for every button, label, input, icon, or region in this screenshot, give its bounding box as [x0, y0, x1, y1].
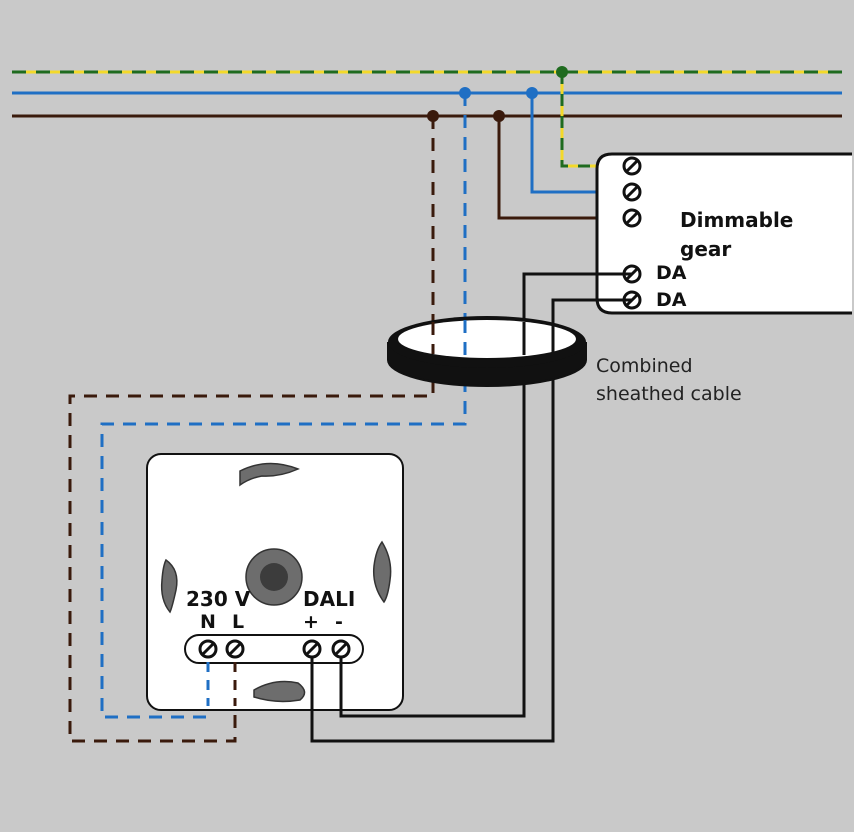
plus-terminal-label: +	[303, 611, 319, 633]
gear-terminal-neutral	[622, 182, 642, 202]
minus-terminal-label: -	[335, 611, 343, 633]
mounting-slot-top	[239, 462, 300, 487]
live-terminal-label: L	[232, 611, 244, 633]
cable-label-line2: sheathed cable	[596, 383, 742, 405]
switch-terminal-minus	[331, 639, 351, 659]
neutral-terminal-label: N	[200, 611, 216, 633]
gear-terminal-earth	[622, 156, 642, 176]
mounting-slot-right	[372, 540, 392, 604]
gear-terminal-live	[622, 208, 642, 228]
switch-terminal-plus	[302, 639, 322, 659]
cable-label-line1: Combined	[596, 355, 693, 377]
dali-label: DALI	[303, 587, 355, 611]
mounting-slot-left	[160, 558, 178, 614]
gear-da2-label: DA	[656, 289, 687, 311]
dali-wire-plus	[310, 298, 632, 743]
gear-live-wire	[497, 116, 632, 220]
gear-da1-label: DA	[656, 262, 687, 284]
dali-switch: 230 V DALI N L + -	[146, 453, 404, 711]
switch-terminal-l	[225, 639, 245, 659]
switch-live-wire	[68, 116, 435, 743]
supply-lines	[12, 70, 842, 118]
gear-title-line1: Dimmable	[680, 208, 793, 232]
dimmer-knob-center	[260, 563, 288, 591]
gear-box	[595, 152, 852, 315]
gear-title-line2: gear	[680, 237, 731, 261]
power-label: 230 V	[186, 587, 251, 611]
switch-terminal-n	[198, 639, 218, 659]
mounting-slot-bottom	[253, 680, 306, 703]
dimmable-gear: Dimmable gear DA DA	[595, 152, 852, 315]
sheathed-cable: Combined sheathed cable	[387, 316, 742, 405]
